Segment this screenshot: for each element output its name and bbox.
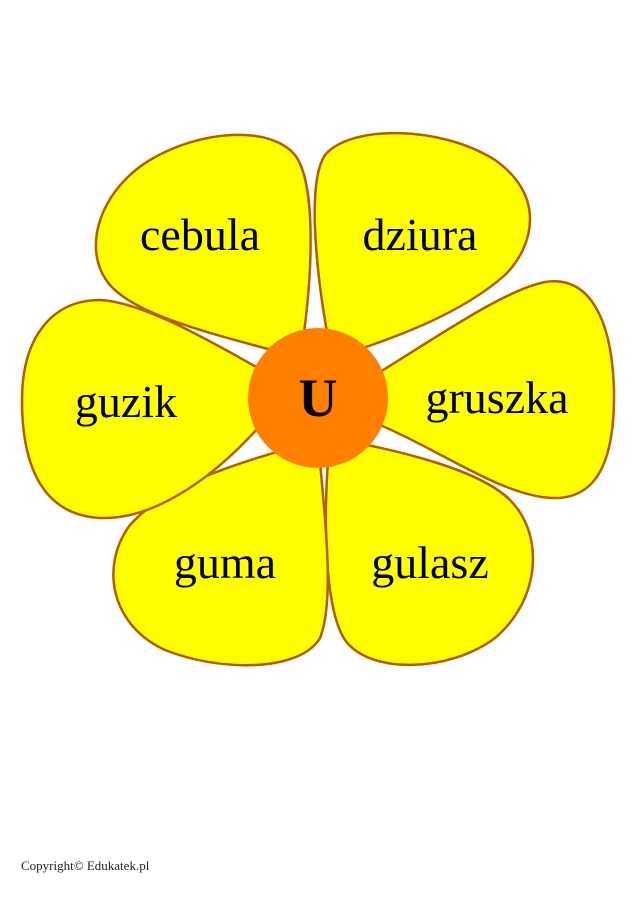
center-letter: U bbox=[299, 368, 338, 428]
petal-bottom-right: gulasz bbox=[324, 436, 535, 667]
petal-shape bbox=[324, 436, 535, 667]
center-disc bbox=[248, 328, 388, 468]
petal-word: gulasz bbox=[371, 537, 489, 588]
petal-top-left: cebula bbox=[94, 133, 312, 360]
petal-shape bbox=[313, 131, 532, 360]
petal-top-right: dziura bbox=[313, 131, 532, 360]
petal-word: guma bbox=[174, 537, 276, 588]
petal-word: cebula bbox=[140, 209, 260, 260]
petal-word: dziura bbox=[363, 209, 478, 260]
petal-word: guzik bbox=[75, 376, 177, 427]
copyright-notice: Copyright© Edukatek.pl bbox=[21, 858, 150, 873]
petal-left: guzik bbox=[20, 298, 260, 520]
flower-center: U bbox=[248, 328, 388, 468]
petal-word: gruszka bbox=[425, 372, 568, 423]
petal-shape bbox=[20, 298, 260, 520]
petal-right: gruszka bbox=[378, 280, 616, 500]
petal-shape bbox=[378, 280, 616, 500]
